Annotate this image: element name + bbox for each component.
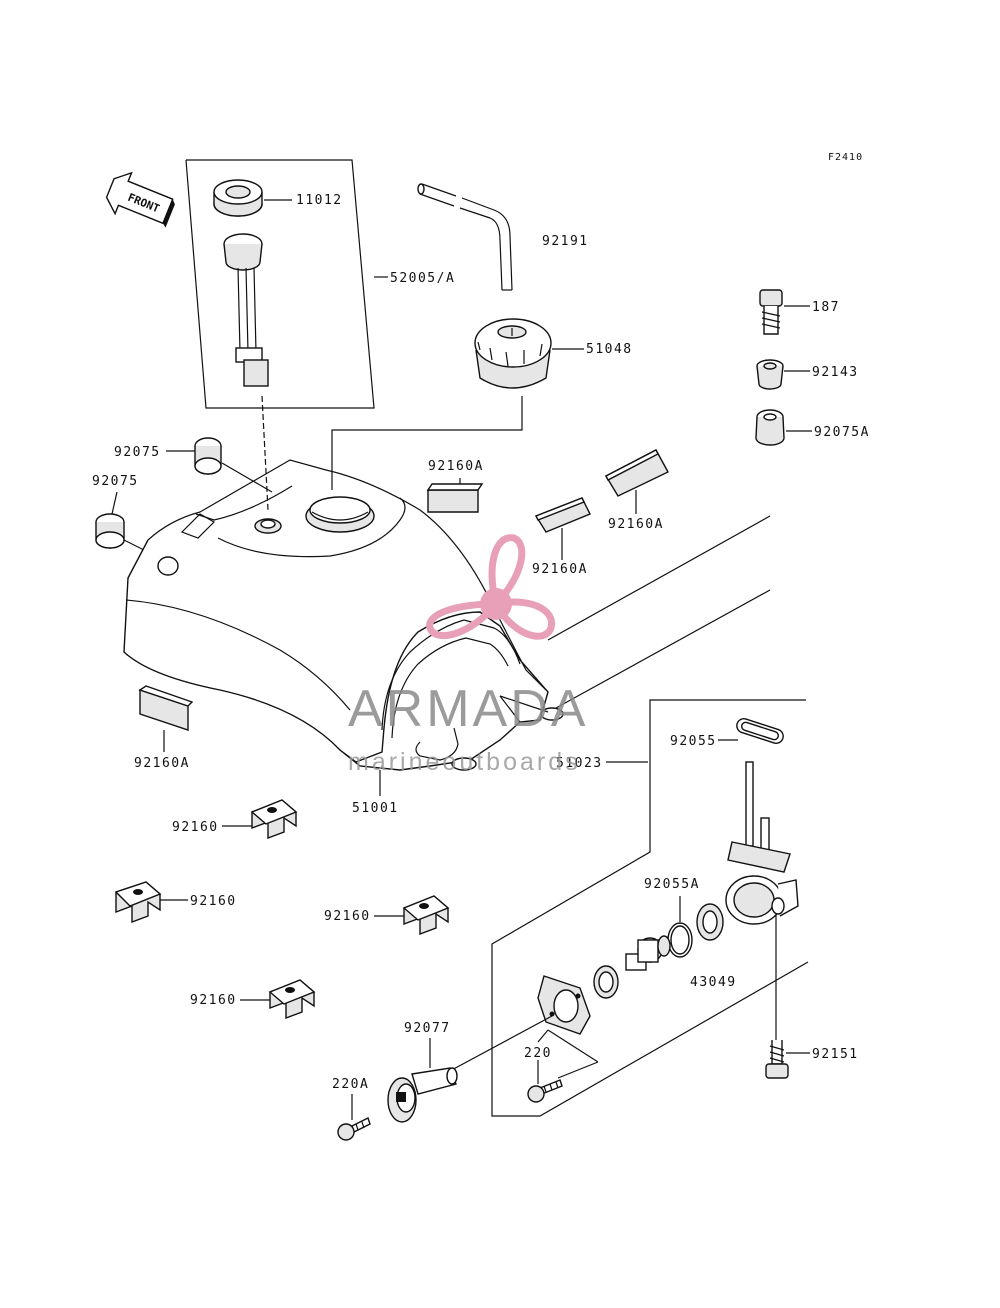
collar-92143	[756, 359, 810, 390]
packing-43049	[696, 903, 724, 941]
pad-92160a-left	[138, 685, 194, 752]
label-92160a-right: 92160A	[608, 517, 664, 532]
figure-code: F2410	[828, 152, 863, 163]
label-92077: 92077	[404, 1021, 451, 1036]
label-51048: 51048	[586, 342, 633, 357]
label-92191: 92191	[542, 234, 589, 249]
bracket-92160-d	[240, 979, 316, 1020]
breather-hose-92191	[417, 183, 513, 291]
label-52005a: 52005/A	[390, 271, 455, 286]
armada-watermark: ARMADA marineoutboards	[348, 534, 588, 776]
bracket-92160-b	[114, 881, 188, 924]
watermark-brand: ARMADA	[348, 680, 588, 738]
damper-92075a	[755, 409, 812, 446]
screw-92151	[765, 1040, 810, 1079]
label-220: 220	[524, 1046, 552, 1061]
label-220a: 220A	[332, 1077, 369, 1092]
fuel-cock-51023	[725, 761, 799, 1040]
label-43049: 43049	[690, 975, 737, 990]
label-92160a-left: 92160A	[134, 756, 190, 771]
frame-outline	[499, 515, 771, 723]
label-51001: 51001	[352, 801, 399, 816]
label-92075a: 92075A	[814, 425, 870, 440]
label-92160a-mid: 92160A	[532, 562, 588, 577]
pad-92160a-top	[426, 478, 484, 513]
bracket-92160-c	[374, 895, 450, 936]
label-92160-c: 92160	[324, 909, 371, 924]
damper-92075-left	[95, 491, 149, 553]
grommet-11012	[213, 179, 263, 217]
label-11012: 11012	[296, 193, 343, 208]
oring-92055	[718, 718, 784, 744]
label-92160-d: 92160	[190, 993, 237, 1008]
label-92055a: 92055A	[644, 877, 700, 892]
label-92160-b: 92160	[190, 894, 237, 909]
screw-220a	[337, 1094, 371, 1141]
fuel-cock-assembly-box	[491, 699, 809, 1117]
valve-lever-shaft	[625, 935, 671, 971]
pad-92160a-right	[605, 449, 669, 514]
watermark-tagline: marineoutboards	[348, 748, 581, 776]
fuel-gauge-sender	[223, 233, 269, 387]
label-92160a-top: 92160A	[428, 459, 484, 474]
oring-92055a	[667, 896, 693, 958]
damper-92075-top	[166, 437, 273, 493]
label-92075-top: 92075	[114, 445, 161, 460]
washer-plate	[593, 965, 619, 999]
valve-plate	[447, 975, 599, 1079]
fuel-tank-51001	[123, 459, 549, 796]
propeller-logo	[426, 534, 556, 640]
lever-92077	[387, 1038, 458, 1123]
label-92160-a: 92160	[172, 820, 219, 835]
bolt-187	[759, 289, 810, 335]
label-92143: 92143	[812, 365, 859, 380]
label-92075-left: 92075	[92, 474, 139, 489]
screw-220	[527, 1060, 563, 1103]
pad-92160a-mid	[534, 497, 591, 560]
fuel-cap-51048	[331, 318, 584, 490]
label-92151: 92151	[812, 1047, 859, 1062]
bracket-92160-a	[222, 799, 298, 840]
fuel-gauge-assembly	[185, 159, 388, 511]
front-arrow-icon: FRONT	[105, 171, 175, 228]
label-187: 187	[812, 300, 840, 315]
label-51023: 51023	[556, 756, 603, 771]
label-92055: 92055	[670, 734, 717, 749]
